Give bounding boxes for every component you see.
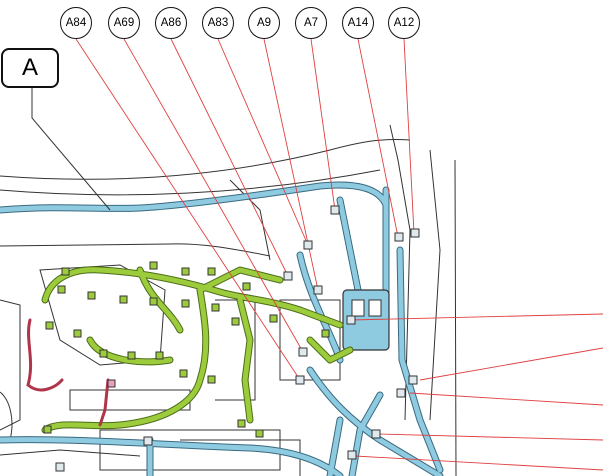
callout-a12: A12 [388, 7, 420, 39]
connector-block [346, 315, 356, 325]
connector-block [207, 267, 216, 276]
callout-label: A86 [160, 17, 182, 29]
connector-block [87, 291, 96, 300]
connector-block [143, 436, 153, 446]
callout-a69: A69 [108, 7, 140, 39]
connector-block [61, 267, 70, 276]
callout-a7: A7 [295, 7, 327, 39]
connector-block [149, 297, 158, 306]
connectors-layer [43, 205, 420, 472]
view-leader-line [31, 88, 111, 211]
connector-block [155, 351, 164, 360]
connector-block [283, 271, 293, 281]
connector-block [181, 299, 190, 308]
callout-a9: A9 [248, 7, 280, 39]
connector-block [242, 282, 251, 291]
callout-a83: A83 [202, 7, 234, 39]
connector-block [43, 425, 52, 434]
connector-block [313, 285, 323, 295]
connector-block [408, 375, 418, 385]
connector-block [237, 419, 246, 428]
connector-block [231, 317, 240, 326]
connector-block [119, 295, 128, 304]
connector-block [330, 205, 340, 215]
callout-label: A14 [347, 17, 369, 29]
connector-block [321, 329, 330, 338]
callout-label: A83 [207, 17, 229, 29]
leader-lines [75, 38, 603, 471]
callout-label: A84 [65, 17, 87, 29]
callout-label: A12 [393, 17, 415, 29]
connector-block [107, 379, 116, 388]
callout-label: A69 [113, 17, 135, 29]
connector-block [211, 303, 220, 312]
connector-block [179, 369, 188, 378]
callout-a14: A14 [342, 7, 374, 39]
connector-block [57, 285, 66, 294]
connector-block [394, 232, 404, 242]
connector-block [410, 228, 420, 238]
connector-block [73, 329, 82, 338]
connector-block [99, 349, 108, 358]
connector-block [45, 321, 54, 330]
connector-block [127, 351, 136, 360]
connector-block [181, 267, 190, 276]
connector-block [298, 347, 308, 357]
connector-block [295, 375, 305, 385]
connector-block [347, 450, 357, 460]
callout-label: A7 [303, 17, 319, 29]
connector-block [55, 462, 65, 472]
connector-block [207, 375, 216, 384]
connector-block [255, 429, 264, 438]
connector-block [371, 429, 381, 439]
callout-label: A9 [256, 17, 272, 29]
connector-block [149, 261, 158, 270]
connector-block [303, 240, 313, 250]
view-a-label: A [1, 48, 59, 88]
callout-a84: A84 [60, 7, 92, 39]
callout-a86: A86 [155, 7, 187, 39]
connector-block [396, 388, 406, 398]
main-harness [0, 182, 443, 476]
connector-block [269, 314, 278, 323]
sub-harness [26, 318, 110, 427]
